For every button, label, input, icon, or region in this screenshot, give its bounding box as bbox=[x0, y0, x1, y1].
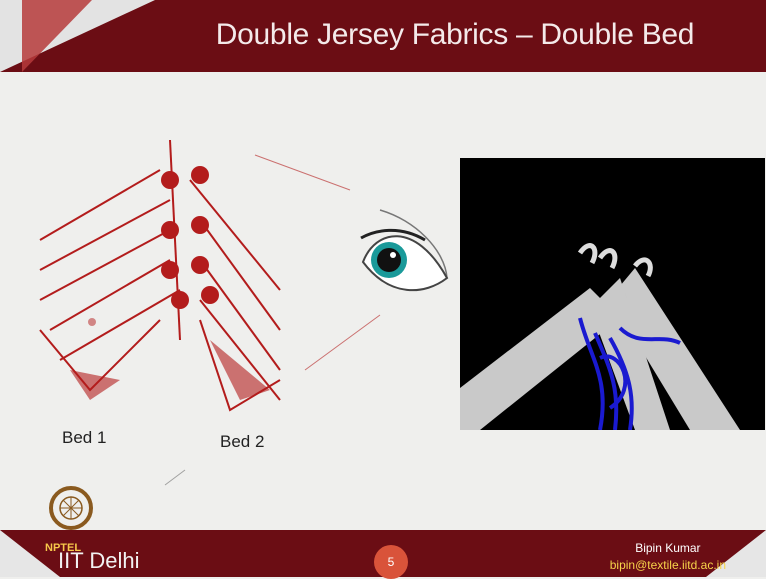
eye-icon bbox=[355, 200, 455, 310]
author-block: Bipin Kumar bipin@textile.iitd.ac.in bbox=[610, 541, 726, 572]
bed-1-label: Bed 1 bbox=[62, 428, 106, 448]
nptel-logo-icon bbox=[48, 485, 94, 531]
needle-bed-render bbox=[460, 158, 765, 430]
institute-name: IIT Delhi bbox=[58, 548, 140, 574]
slide-title: Double Jersey Fabrics – Double Bed bbox=[160, 18, 750, 52]
author-email: bipin@textile.iitd.ac.in bbox=[610, 558, 726, 572]
header-decoration-accent bbox=[22, 0, 92, 72]
page-number: 5 bbox=[374, 545, 408, 579]
author-name: Bipin Kumar bbox=[610, 541, 726, 555]
bed-2-label: Bed 2 bbox=[220, 432, 264, 452]
